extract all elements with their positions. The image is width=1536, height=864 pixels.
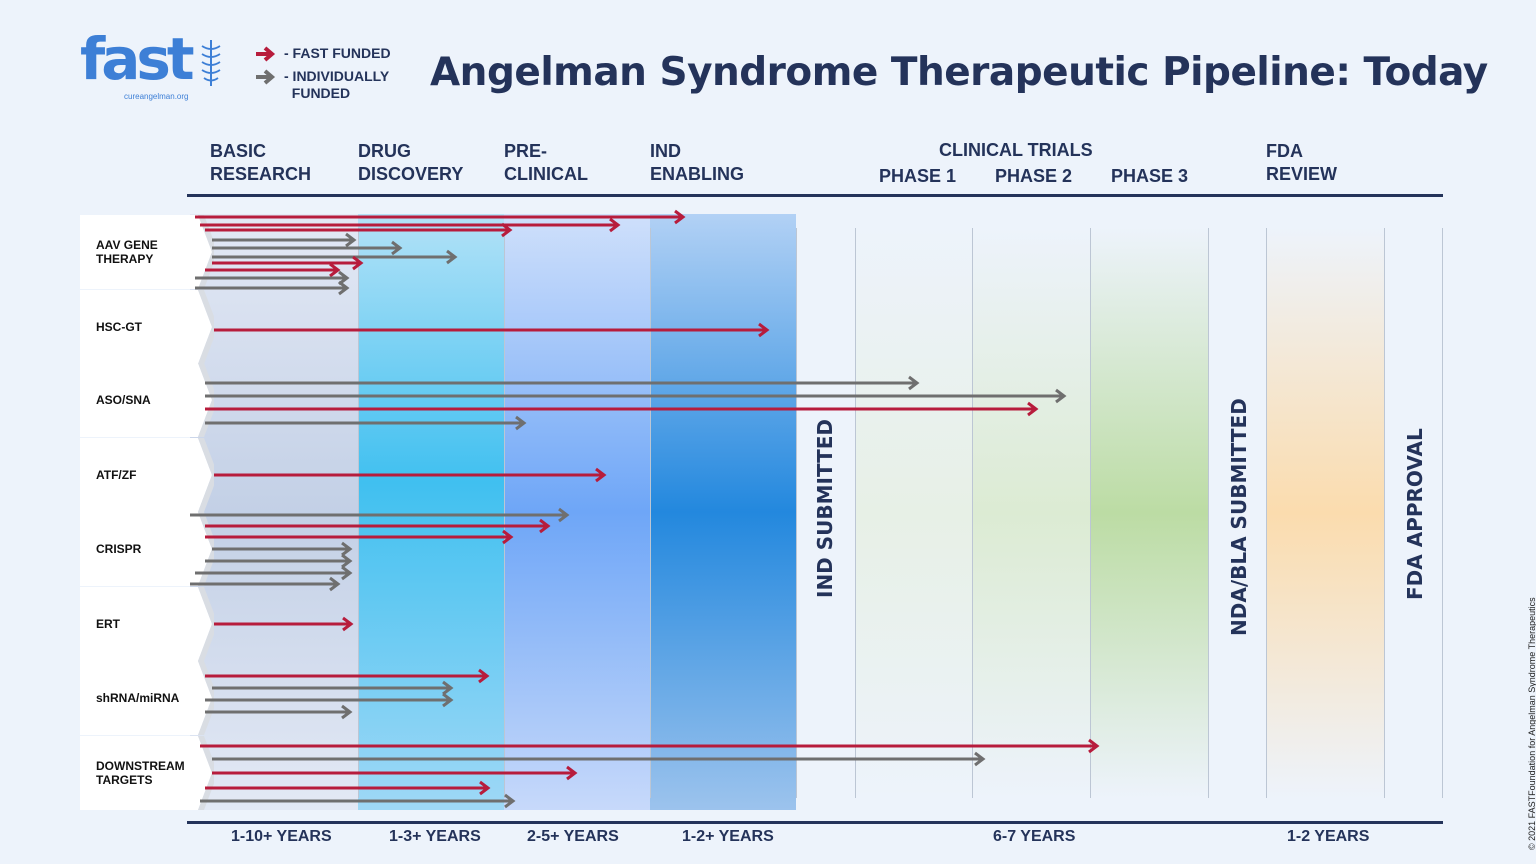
header-basic-research: BASIC RESEARCH: [210, 141, 312, 184]
row-label-atf-zf: ATF/ZF: [80, 438, 214, 512]
band-pre-clinical: [504, 214, 650, 810]
individually-funded-arrow: [205, 704, 353, 720]
legend-individually-funded: - INDIVIDUALLY FUNDED: [254, 68, 404, 101]
band-fda-review: [1266, 228, 1384, 798]
row-label-downstream-targets: DOWNSTREAM TARGETS: [80, 736, 214, 810]
individually-funded-arrow: [195, 565, 353, 581]
duration-fda: 1-2 YEARS: [1287, 828, 1370, 845]
fast-funded-arrow: [205, 401, 1039, 417]
divider: [796, 228, 797, 798]
band-phase-3: [1090, 228, 1208, 798]
band-ind-enabling: [650, 214, 796, 810]
divider: [855, 228, 856, 798]
individually-funded-arrow: [190, 576, 341, 592]
individually-funded-arrow: [205, 388, 1067, 404]
header-clinical-trials: CLINICAL TRIALS: [939, 140, 1093, 160]
fast-funded-arrow: [205, 668, 490, 684]
row-label-shrna-mirna: shRNA/miRNA: [80, 661, 214, 735]
fast-logo: fast cureangelman.org: [80, 30, 230, 106]
individually-funded-arrow: [212, 249, 458, 265]
row-label-crispr: CRISPR: [80, 512, 214, 586]
duration-clinical: 6-7 YEARS: [993, 828, 1076, 845]
band-drug-discovery: [358, 214, 504, 810]
header-phase-1: PHASE 1: [879, 166, 957, 186]
fast-funded-arrow: [200, 217, 621, 233]
header-drug-discovery: DRUG DISCOVERY: [358, 141, 464, 184]
duration-ind-enabling: 1-2+ YEARS: [682, 828, 774, 845]
individually-funded-arrow: [200, 793, 516, 809]
header-phase-2: PHASE 2: [995, 166, 1073, 186]
divider: [504, 228, 505, 798]
header-ind-enabling: IND ENABLING: [650, 141, 744, 184]
header-phase-3: PHASE 3: [1111, 166, 1189, 186]
individually-funded-arrow: [212, 232, 357, 248]
individually-funded-arrow: [190, 507, 570, 523]
individually-funded-arrow: [205, 415, 527, 431]
copyright-notice: © 2021 FASTFoundation for Angelman Syndr…: [1527, 597, 1536, 850]
row-label-ert: ERT: [80, 587, 214, 661]
fast-funded-arrow: [200, 738, 1100, 754]
fast-funded-arrow: [214, 322, 770, 338]
dna-icon: [201, 40, 221, 86]
header-fda-review: FDA REVIEW: [1266, 141, 1338, 184]
fast-funded-arrow: [214, 467, 607, 483]
header-pre-clinical: PRE- CLINICAL: [504, 141, 588, 184]
band-phase-2: [972, 228, 1090, 798]
divider: [650, 228, 651, 798]
red-arrow-icon: [256, 46, 276, 62]
individually-funded-arrow: [212, 541, 353, 557]
header-rule: [187, 194, 1443, 197]
legend-label-fast: - FAST FUNDED: [284, 45, 391, 61]
fast-funded-arrow: [212, 765, 578, 781]
duration-drug-discovery: 1-3+ YEARS: [389, 828, 481, 845]
individually-funded-arrow: [195, 270, 350, 286]
duration-pre-clinical: 2-5+ YEARS: [527, 828, 619, 845]
fast-funded-arrow: [205, 262, 341, 278]
individually-funded-arrow: [205, 692, 454, 708]
divider: [972, 228, 973, 798]
footer-rule: [187, 821, 1443, 824]
divider: [1384, 228, 1385, 798]
legend-label-individual: - INDIVIDUALLY FUNDED: [284, 68, 390, 101]
individually-funded-arrow: [212, 240, 403, 256]
logo-wordmark: fast: [80, 25, 195, 93]
individually-funded-arrow: [212, 751, 986, 767]
page-title: Angelman Syndrome Therapeutic Pipeline: …: [430, 50, 1488, 95]
individually-funded-arrow: [205, 553, 353, 569]
divider: [1266, 228, 1267, 798]
fast-funded-arrow: [205, 518, 551, 534]
individually-funded-arrow: [195, 280, 350, 296]
legend-fast-funded: - FAST FUNDED: [254, 45, 404, 65]
fast-funded-arrow: [214, 616, 354, 632]
row-label-hsc-gt: HSC-GT: [80, 290, 214, 364]
fast-funded-arrow: [205, 780, 491, 796]
fast-funded-arrow: [212, 255, 364, 271]
fast-funded-arrow: [195, 209, 686, 225]
divider: [1090, 228, 1091, 798]
divider: [1442, 228, 1443, 798]
individually-funded-arrow: [205, 375, 920, 391]
logo-url: cureangelman.org: [124, 92, 189, 101]
row-label-aso-sna: ASO/SNA: [80, 363, 214, 437]
divider: [1208, 228, 1209, 798]
duration-basic-research: 1-10+ YEARS: [231, 828, 332, 845]
gray-arrow-icon: [256, 69, 276, 85]
individually-funded-arrow: [212, 680, 454, 696]
divider: [358, 228, 359, 798]
fast-funded-arrow: [205, 529, 514, 545]
band-phase-1: [855, 228, 972, 798]
